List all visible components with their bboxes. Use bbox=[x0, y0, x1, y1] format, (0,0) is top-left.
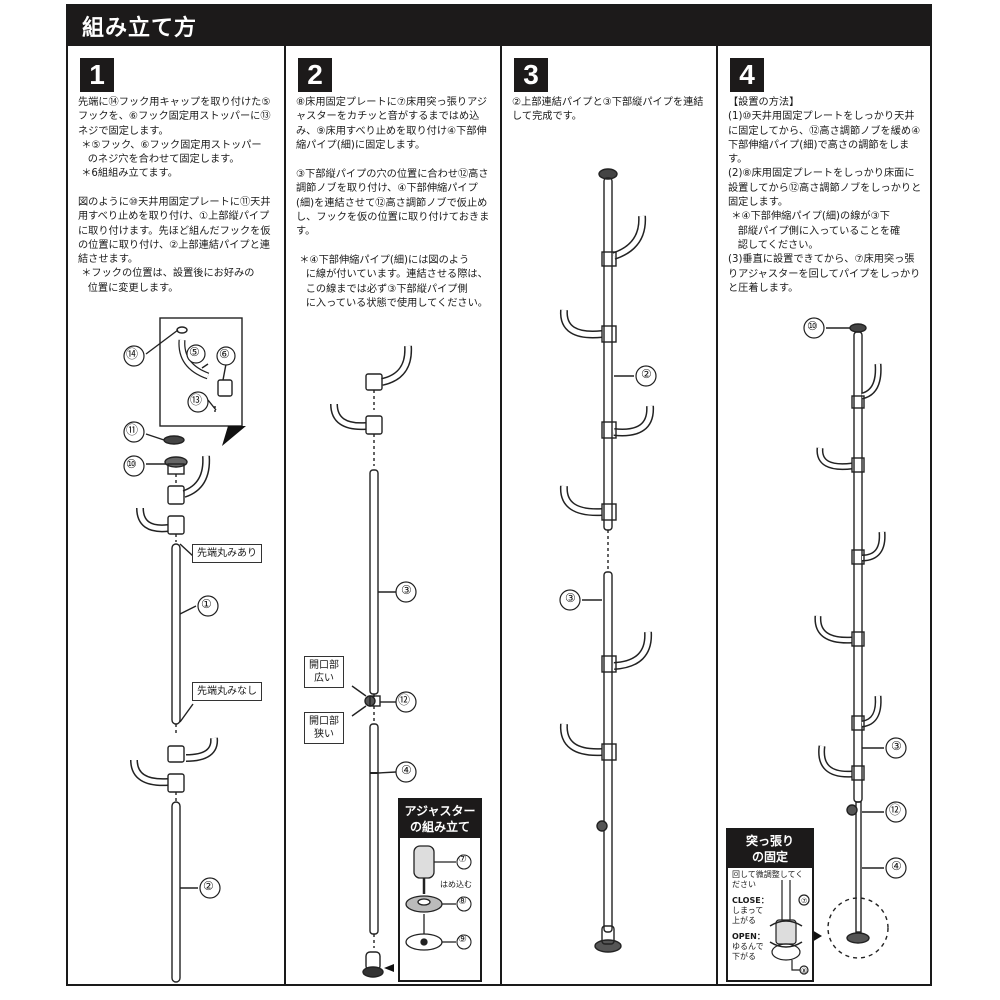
step-number: 3 bbox=[514, 58, 548, 92]
step-number: 4 bbox=[730, 58, 764, 92]
step-2-text-a: ⑧床用固定プレートに⑦床用突っ張りアジャスターをカチッと音がするまではめ込み、⑨… bbox=[296, 97, 488, 151]
step-2-panel: 2 ⑧床用固定プレートに⑦床用突っ張りアジャスターをカチッと音がするまではめ込み… bbox=[286, 46, 502, 986]
label-opening-narrow: 開口部 狭い bbox=[304, 712, 344, 744]
open-description: ゆるんで 下がる bbox=[732, 942, 764, 961]
callout-12: ⑫ bbox=[889, 803, 902, 817]
step-1-diagram bbox=[123, 317, 246, 983]
page-title: 組み立て方 bbox=[82, 16, 198, 41]
step-2-note: ＊④下部伸縮パイプ(細)には図のよう に線が付いています。連結させる際は、 この… bbox=[299, 255, 488, 309]
label-opening-wide: 開口部 広い bbox=[304, 656, 344, 688]
callout-2: ② bbox=[203, 879, 214, 893]
assembly-instructions-sheet: 組み立て方 1 先端に⑭フック用キャップを取り付けた⑤フックを、⑥フック固定用ス… bbox=[66, 4, 932, 986]
close-label: CLOSE： bbox=[732, 896, 769, 905]
callout-3: ③ bbox=[565, 591, 576, 605]
step-1-panel: 1 先端に⑭フック用キャップを取り付けた⑤フックを、⑥フック固定用ストッパーに⑬… bbox=[68, 46, 286, 986]
inset-callout-7: ⑦ bbox=[458, 854, 467, 865]
callout-12: ⑫ bbox=[398, 693, 411, 707]
callout-13: ⑬ bbox=[190, 393, 203, 407]
inset-callout-8: ⑧ bbox=[458, 896, 467, 907]
callout-4: ④ bbox=[891, 859, 902, 873]
step-1-text-b: 図のように⑩天井用固定プレートに⑪天井用すべり止めを取り付け、①上部縦パイプに取… bbox=[78, 197, 271, 294]
step-3-text: ②上部連結パイプと③下部縦パイプを連結して完成です。 bbox=[512, 97, 704, 123]
step-number: 2 bbox=[298, 58, 332, 92]
inset-instruction: 回して微調整してください bbox=[732, 870, 804, 889]
callout-3: ③ bbox=[891, 739, 902, 753]
label-tip-flat: 先端丸みなし bbox=[192, 682, 262, 701]
step-number: 1 bbox=[80, 58, 114, 92]
callout-2: ② bbox=[641, 367, 652, 381]
step-3-diagram bbox=[559, 168, 657, 953]
press-fit-label: はめ込む bbox=[440, 880, 472, 889]
callout-11: ⑪ bbox=[126, 423, 139, 437]
callout-10: ⑩ bbox=[807, 319, 818, 333]
adjuster-assembly-inset: アジャスター の組み立て ⑦ ⑧ bbox=[398, 798, 482, 982]
tension-fixing-inset: 突っ張り の固定 回して微調整してください CLOSE： しまって 上がる OP… bbox=[726, 828, 814, 982]
step-4-text: 【設置の方法】 (1)⑩天井用固定プレートをしっかり天井に固定してから、⑫高さ調… bbox=[728, 97, 922, 294]
step-3-panel: 3 ②上部連結パイプと③下部縦パイプを連結して完成です。 bbox=[502, 46, 718, 986]
step-2-diagram bbox=[330, 345, 417, 978]
inset-callout-8: ⑧ bbox=[801, 967, 808, 975]
adjuster-rotation-diagram bbox=[769, 880, 810, 975]
step-4-panel: 4 【設置の方法】 (1)⑩天井用固定プレートをしっかり天井に固定してから、⑫高… bbox=[718, 46, 930, 986]
inset-title: 突っ張り の固定 bbox=[728, 830, 812, 868]
step-4-diagram bbox=[803, 317, 907, 959]
callout-6: ⑥ bbox=[219, 347, 230, 361]
step-1-text-a: 先端に⑭フック用キャップを取り付けた⑤フックを、⑥フック固定用ストッパーに⑬ネジ… bbox=[78, 97, 271, 180]
inset-callout-9: ⑨ bbox=[458, 934, 467, 945]
callout-14: ⑭ bbox=[126, 347, 139, 361]
label-tip-rounded: 先端丸みあり bbox=[192, 544, 262, 563]
inset-title: アジャスター の組み立て bbox=[400, 800, 480, 838]
callout-5: ⑤ bbox=[189, 345, 200, 359]
callout-3: ③ bbox=[401, 583, 412, 597]
callout-10: ⑩ bbox=[126, 457, 137, 471]
callout-4: ④ bbox=[401, 763, 412, 777]
adjuster-diagram bbox=[405, 845, 472, 951]
inset-callout-7: ⑦ bbox=[801, 897, 808, 905]
header-bar: 組み立て方 bbox=[68, 6, 930, 46]
open-label: OPEN： bbox=[732, 932, 765, 941]
step-2-text-b: ③下部縦パイプの穴の位置に合わせ⑫高さ調節ノブを取り付け、④下部伸縮パイプ(細)… bbox=[296, 169, 490, 238]
callout-1: ① bbox=[201, 597, 212, 611]
close-description: しまって 上がる bbox=[732, 906, 764, 925]
